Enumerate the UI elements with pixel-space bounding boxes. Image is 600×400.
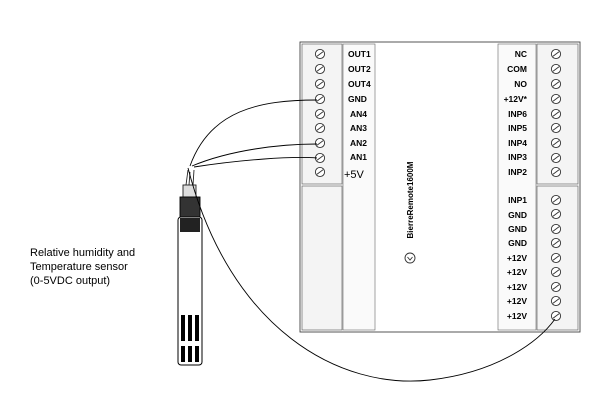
terminal-label-an1: AN1	[350, 152, 367, 162]
left-screw-terminal-icon-5	[314, 108, 326, 120]
right-screw-terminal-icon-4	[550, 93, 562, 105]
terminal-label-out4: OUT4	[348, 79, 371, 89]
right-screw-terminal-icon-3	[550, 78, 562, 90]
terminal-label-com: COM	[507, 64, 527, 74]
right-screw-terminal-icon-11	[550, 208, 562, 220]
right-screw-terminal-icon-2	[550, 63, 562, 75]
terminal-label-12v-4: +12V	[507, 296, 527, 306]
sensor-wires	[187, 99, 556, 382]
terminal-label-inp6: INP6	[508, 109, 527, 119]
sensor-caption-line1: Relative humidity and	[30, 247, 135, 259]
left-lower-panel	[301, 185, 343, 331]
right-screw-terminal-icon-16	[550, 281, 562, 293]
terminal-label-gnd: GND	[348, 94, 367, 104]
terminal-label-gnd-1: GND	[508, 210, 527, 220]
terminal-label-out2: OUT2	[348, 64, 371, 74]
right-screw-terminal-icon-7	[550, 137, 562, 149]
device-name-group: BierreRemote1600M	[406, 161, 415, 238]
right-screw-terminal-icon-18	[550, 310, 562, 322]
left-screws	[314, 48, 326, 178]
terminal-label-inp1: INP1	[508, 195, 527, 205]
right-screw-terminal-icon-17	[550, 295, 562, 307]
sensor-caption-line2: Temperature sensor	[30, 261, 128, 273]
right-screw-terminal-icon-13	[550, 237, 562, 249]
terminal-label-out1: OUT1	[348, 49, 371, 59]
left-label-strip	[342, 43, 376, 331]
terminal-label-12v-1: +12V	[507, 253, 527, 263]
device-logo-icon	[404, 252, 416, 264]
terminal-label-12v-2: +12V	[507, 267, 527, 277]
right-screw-terminal-icon-6	[550, 122, 562, 134]
terminal-label-an4: AN4	[350, 109, 367, 119]
sensor-caption-line3: (0-5VDC output)	[30, 275, 110, 287]
left-screw-terminal-icon-6	[314, 122, 326, 134]
right-screw-terminal-icon-5	[550, 108, 562, 120]
device-name: BierreRemote1600M	[406, 161, 415, 238]
right-screw-terminal-icon-8	[550, 152, 562, 164]
terminal-label-nc: NC	[515, 49, 527, 59]
terminal-label-an3: AN3	[350, 123, 367, 133]
right-screw-terminal-icon-12	[550, 223, 562, 235]
terminal-label-inp3: INP3	[508, 152, 527, 162]
terminal-label-inp4: INP4	[508, 138, 527, 148]
terminal-label-no: NO	[514, 79, 527, 89]
left-screw-terminal-icon-4	[314, 93, 326, 105]
left-screw-terminal-icon-7	[314, 137, 326, 149]
wire-gnd	[189, 99, 318, 167]
humidity-temperature-sensor	[177, 169, 203, 366]
wire-an2	[191, 143, 318, 167]
terminal-label-5v: +5V	[344, 169, 365, 181]
right-screw-terminal-icon-15	[550, 266, 562, 278]
terminal-label-12v-3: +12V	[507, 282, 527, 292]
terminal-label-12v-star: +12V*	[504, 94, 528, 104]
right-screw-terminal-icon-1	[550, 48, 562, 60]
terminal-label-12v-5: +12V	[507, 311, 527, 321]
left-screw-terminal-icon-2	[314, 63, 326, 75]
terminal-label-gnd-2: GND	[508, 224, 527, 234]
left-screw-terminal-icon-9	[314, 166, 326, 178]
right-screw-terminal-icon-14	[550, 252, 562, 264]
wire-an1	[193, 157, 318, 168]
left-screw-terminal-icon-3	[314, 78, 326, 90]
left-screw-terminal-icon-1	[314, 48, 326, 60]
right-screw-terminal-icon-10	[550, 194, 562, 206]
terminal-label-gnd-3: GND	[508, 238, 527, 248]
wire-12v	[187, 167, 556, 382]
terminal-label-inp2: INP2	[508, 167, 527, 177]
sensor-vent-slots	[181, 315, 199, 362]
right-screw-terminal-icon-9	[550, 166, 562, 178]
terminal-label-an2: AN2	[350, 138, 367, 148]
terminal-label-inp5: INP5	[508, 123, 527, 133]
right-label-strip	[497, 43, 537, 331]
